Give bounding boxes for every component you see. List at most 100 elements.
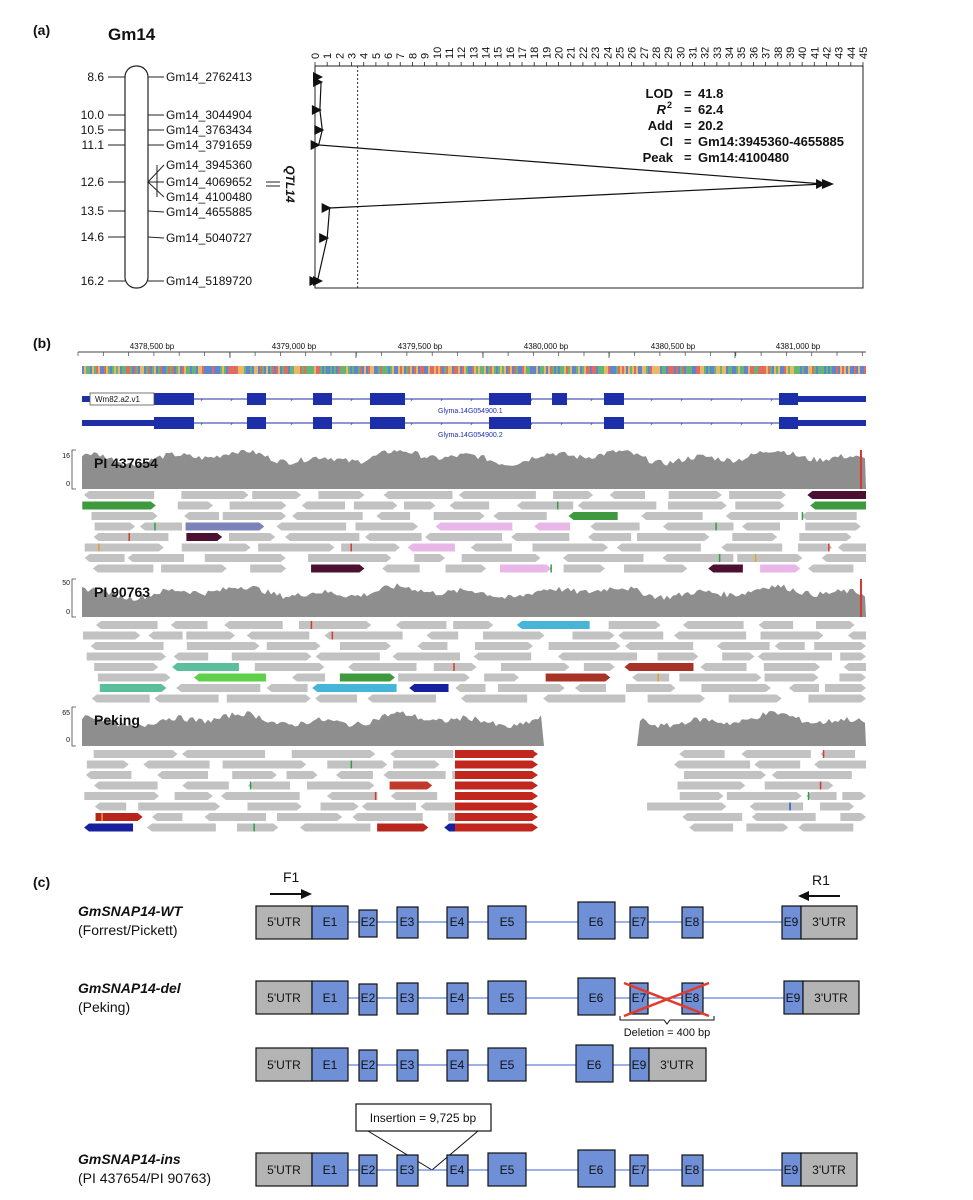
strand-arrow: › xyxy=(650,420,653,428)
aligned-read xyxy=(94,522,136,531)
sample-labels: PI 437654 16 0 PI 90763 50 0 Peking 65 0 xyxy=(62,453,158,744)
sequence-base xyxy=(864,366,866,374)
lod-tick-label: 25 xyxy=(614,47,626,59)
gene-structure-ins: Insertion = 9,725 bp 5'UTR E1 E2 E3 E4 E… xyxy=(255,1103,858,1188)
lod-tick-label: 16 xyxy=(505,47,517,59)
lod-marker xyxy=(313,72,323,82)
sequence-base xyxy=(186,366,188,374)
sequence-base xyxy=(522,366,524,374)
sequence-base xyxy=(340,366,342,374)
coverage-edge xyxy=(860,579,862,617)
ref-label-box xyxy=(89,392,155,406)
sequence-base xyxy=(132,366,134,374)
lod-tick-label: 14 xyxy=(480,47,492,59)
aligned-read xyxy=(737,554,803,562)
sequence-base xyxy=(162,366,164,374)
strand-arrow: › xyxy=(380,420,383,428)
sequence-base xyxy=(648,366,650,374)
sequence-base xyxy=(114,366,116,374)
aligned-read xyxy=(312,684,397,692)
lod-tick-label: 45 xyxy=(858,47,870,59)
linkage-connector xyxy=(147,181,165,198)
sequence-base xyxy=(666,366,668,374)
utr3-box xyxy=(802,980,860,1015)
lod-profile xyxy=(309,72,835,286)
aligned-read xyxy=(417,642,448,650)
lod-tick-label: 2 xyxy=(334,53,346,59)
sequence-base xyxy=(424,366,426,374)
sequence-base xyxy=(662,366,664,374)
exon-box xyxy=(396,1049,419,1082)
sequence-base xyxy=(630,366,632,374)
sequence-base xyxy=(544,366,546,374)
strand-arrow: › xyxy=(260,396,263,404)
aligned-read xyxy=(764,673,819,682)
aligned-read xyxy=(327,792,378,800)
sequence-base xyxy=(828,366,830,374)
aligned-read xyxy=(722,652,755,661)
sequence-base xyxy=(834,366,836,374)
sequence-base xyxy=(832,366,834,374)
exon-label: E5 xyxy=(500,915,515,929)
sequence-base xyxy=(686,366,688,374)
aligned-read xyxy=(186,642,260,650)
aligned-read xyxy=(797,543,833,552)
aligned-read-variant xyxy=(455,781,538,790)
aligned-read xyxy=(647,802,727,811)
sequence-base xyxy=(572,366,574,374)
aligned-read xyxy=(348,663,417,671)
sequence-base xyxy=(368,366,370,374)
strand-arrow: › xyxy=(470,420,473,428)
aligned-read xyxy=(403,501,436,510)
aligned-read xyxy=(285,533,360,541)
sequence-base xyxy=(784,366,786,374)
sequence-base xyxy=(300,366,302,374)
aligned-read xyxy=(138,802,221,811)
allele-name-ins: GmSNAP14-ins xyxy=(78,1151,181,1167)
sequence-base xyxy=(746,366,748,374)
sequence-base xyxy=(128,366,130,374)
allele-source-wt: (Forrest/Pickett) xyxy=(78,922,178,938)
stat-key-lod: LOD xyxy=(646,86,673,101)
cds-block xyxy=(370,417,405,429)
aligned-read xyxy=(726,792,802,800)
aligned-read xyxy=(94,802,127,811)
strand-arrow: › xyxy=(200,396,203,404)
exon-label: E9 xyxy=(786,991,801,1005)
aligned-read xyxy=(799,533,852,541)
sequence-base xyxy=(214,366,216,374)
aligned-read xyxy=(662,554,734,562)
exon-label: E1 xyxy=(323,1058,338,1072)
aligned-read xyxy=(170,621,208,629)
sequence-base xyxy=(566,366,568,374)
sequence-base xyxy=(526,366,528,374)
aligned-read xyxy=(93,750,178,758)
sequence-base xyxy=(146,366,148,374)
lod-tick-label: 13 xyxy=(468,47,480,59)
stat-eq: = xyxy=(684,118,692,133)
cds-block xyxy=(154,417,194,429)
lod-tick-label: 15 xyxy=(493,47,505,59)
lod-tick-label: 44 xyxy=(846,47,858,59)
sequence-base xyxy=(602,366,604,374)
coverage-min: 0 xyxy=(66,609,70,616)
sequence-base xyxy=(248,366,250,374)
aligned-read xyxy=(139,522,183,531)
sequence-base xyxy=(680,366,682,374)
marker-label: Gm14_2762413 xyxy=(166,70,252,84)
aligned-read xyxy=(286,771,318,779)
sequence-base xyxy=(284,366,286,374)
sequence-base xyxy=(516,366,518,374)
lod-tick-label: 22 xyxy=(578,47,590,59)
exon-box xyxy=(575,1044,614,1083)
utr3-label: 3'UTR xyxy=(660,1058,694,1072)
aligned-read xyxy=(843,663,866,671)
sequence-base xyxy=(730,366,732,374)
sequence-base xyxy=(168,366,170,374)
sequence-base xyxy=(556,366,558,374)
aligned-read xyxy=(511,533,570,541)
sequence-base xyxy=(532,366,534,374)
aligned-read xyxy=(568,512,618,520)
sequence-base xyxy=(760,366,762,374)
sequence-base xyxy=(600,366,602,374)
